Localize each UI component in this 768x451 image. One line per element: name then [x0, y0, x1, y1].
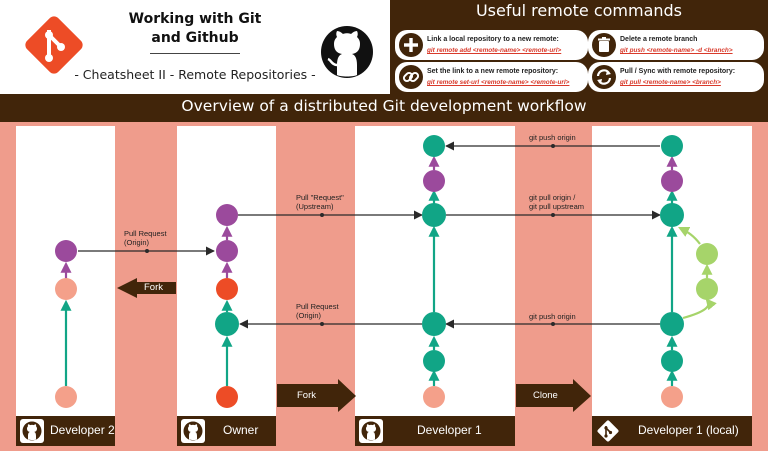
edge-label-pull-upstream: git pull origin / git pull upstream [529, 193, 584, 211]
title-divider [150, 53, 240, 54]
command-code: git push <remote-name> -d <branch> [620, 47, 733, 54]
plus-icon [399, 33, 423, 57]
lane-label: Developer 1 (local) [638, 423, 739, 437]
commit-node [423, 135, 445, 157]
link-icon [399, 65, 423, 89]
commit-node [423, 170, 445, 192]
edge-label-line: (Upstream) [296, 202, 334, 211]
github-icon [20, 419, 44, 443]
commit-node [55, 240, 77, 262]
commit-node [216, 278, 238, 300]
lane-footer-developer-1-local: Developer 1 (local) [592, 416, 752, 446]
command-card-pull-sync: Pull / Sync with remote repository: git … [588, 62, 764, 92]
edge-push-origin-top [445, 141, 660, 151]
edge-label-push-origin-bottom: git push origin [529, 312, 576, 321]
git-icon [596, 419, 620, 443]
edge-pull-request-origin [78, 246, 215, 256]
github-icon [181, 419, 205, 443]
commit-node [696, 243, 718, 265]
command-label: Delete a remote branch [620, 36, 698, 43]
developer-2-commits [55, 240, 77, 408]
developer-1-local-commits [660, 135, 718, 408]
commands-panel: Useful remote commands Link a local repo… [390, 0, 768, 94]
workflow-title: Overview of a distributed Git developmen… [181, 97, 587, 115]
command-card-add-remote: Link a local repository to a new remote:… [395, 30, 588, 60]
commands-title: Useful remote commands [475, 1, 683, 20]
git-logo-icon [25, 16, 83, 74]
edge-label-pull-request-origin: Pull Request (Origin) [124, 229, 167, 247]
lane-label: Developer 1 [417, 423, 482, 437]
commit-node [422, 312, 446, 336]
edge-label-push-origin-top: git push origin [529, 133, 576, 142]
owner-commits [215, 204, 239, 408]
lane-footer-developer-2: Developer 2 [16, 416, 115, 446]
command-label: Set the link to a new remote repository: [427, 68, 559, 75]
sync-icon [592, 65, 616, 89]
command-card-delete-branch: Delete a remote branch git push <remote-… [588, 30, 764, 60]
edge-label-line: git pull origin / [529, 193, 576, 202]
commit-node [216, 240, 238, 262]
github-icon [359, 419, 383, 443]
commit-node [660, 203, 684, 227]
lane-footer-owner: Owner [177, 416, 276, 446]
commit-node [423, 350, 445, 372]
edge-label-line: (Origin) [296, 311, 322, 320]
command-label: Link a local repository to a new remote: [427, 36, 559, 43]
lane-label: Owner [223, 423, 259, 437]
clone-label: Clone [533, 390, 558, 401]
command-code: git remote add <remote-name> <remote-url… [427, 47, 562, 54]
edge-label-line: Pull "Request" [296, 193, 344, 202]
page-title: Working with Git and Github [120, 10, 270, 48]
edge-label-line: Pull Request [124, 229, 167, 238]
commit-node [423, 386, 445, 408]
developer-1-commits [422, 135, 446, 408]
fork-arrow-left [117, 278, 176, 298]
edge-pull-request-upstream [238, 210, 423, 220]
edge-label-line: Pull Request [296, 302, 339, 311]
lane-footer-developer-1: Developer 1 [355, 416, 515, 446]
edge-pull-upstream [446, 210, 661, 220]
commit-node [660, 312, 684, 336]
commit-node [661, 135, 683, 157]
workflow-banner: Overview of a distributed Git developmen… [0, 94, 768, 122]
lane-label: Developer 2 [50, 423, 115, 437]
fork-left-label: Fork [144, 282, 163, 293]
github-logo-icon [321, 26, 373, 78]
edge-label-line: git pull upstream [529, 202, 585, 211]
edge-label-pull-request-upstream: Pull "Request" (Upstream) [296, 193, 344, 211]
edge-pull-request-origin-bottom [239, 319, 422, 329]
header-left: Working with Git and Github - Cheatsheet… [0, 0, 390, 94]
commit-node [216, 386, 238, 408]
page-subtitle: - Cheatsheet II - Remote Repositories - [74, 67, 316, 82]
commit-node [661, 170, 683, 192]
trash-icon [592, 33, 616, 57]
title-line-2: and Github [151, 30, 239, 46]
commit-node [55, 278, 77, 300]
edge-label-pull-request-origin-bottom: Pull Request (Origin) [296, 302, 339, 320]
commit-node [216, 204, 238, 226]
edge-push-origin-bottom [445, 319, 660, 329]
commit-node [661, 350, 683, 372]
commit-node [55, 386, 77, 408]
commit-node [696, 278, 718, 300]
command-label: Pull / Sync with remote repository: [620, 68, 736, 75]
commit-node [422, 203, 446, 227]
command-card-set-url: Set the link to a new remote repository:… [395, 62, 588, 92]
fork-arrow-bottom [277, 379, 356, 412]
clone-arrow [516, 379, 591, 412]
commit-node [661, 386, 683, 408]
fork-bottom-label: Fork [297, 390, 316, 401]
edge-label-line: (Origin) [124, 238, 150, 247]
title-line-1: Working with Git [128, 11, 262, 27]
command-code: git remote set-url <remote-name> <remote… [427, 79, 570, 86]
commit-node [215, 312, 239, 336]
command-code: git pull <remote-name> <branch> [620, 79, 721, 86]
